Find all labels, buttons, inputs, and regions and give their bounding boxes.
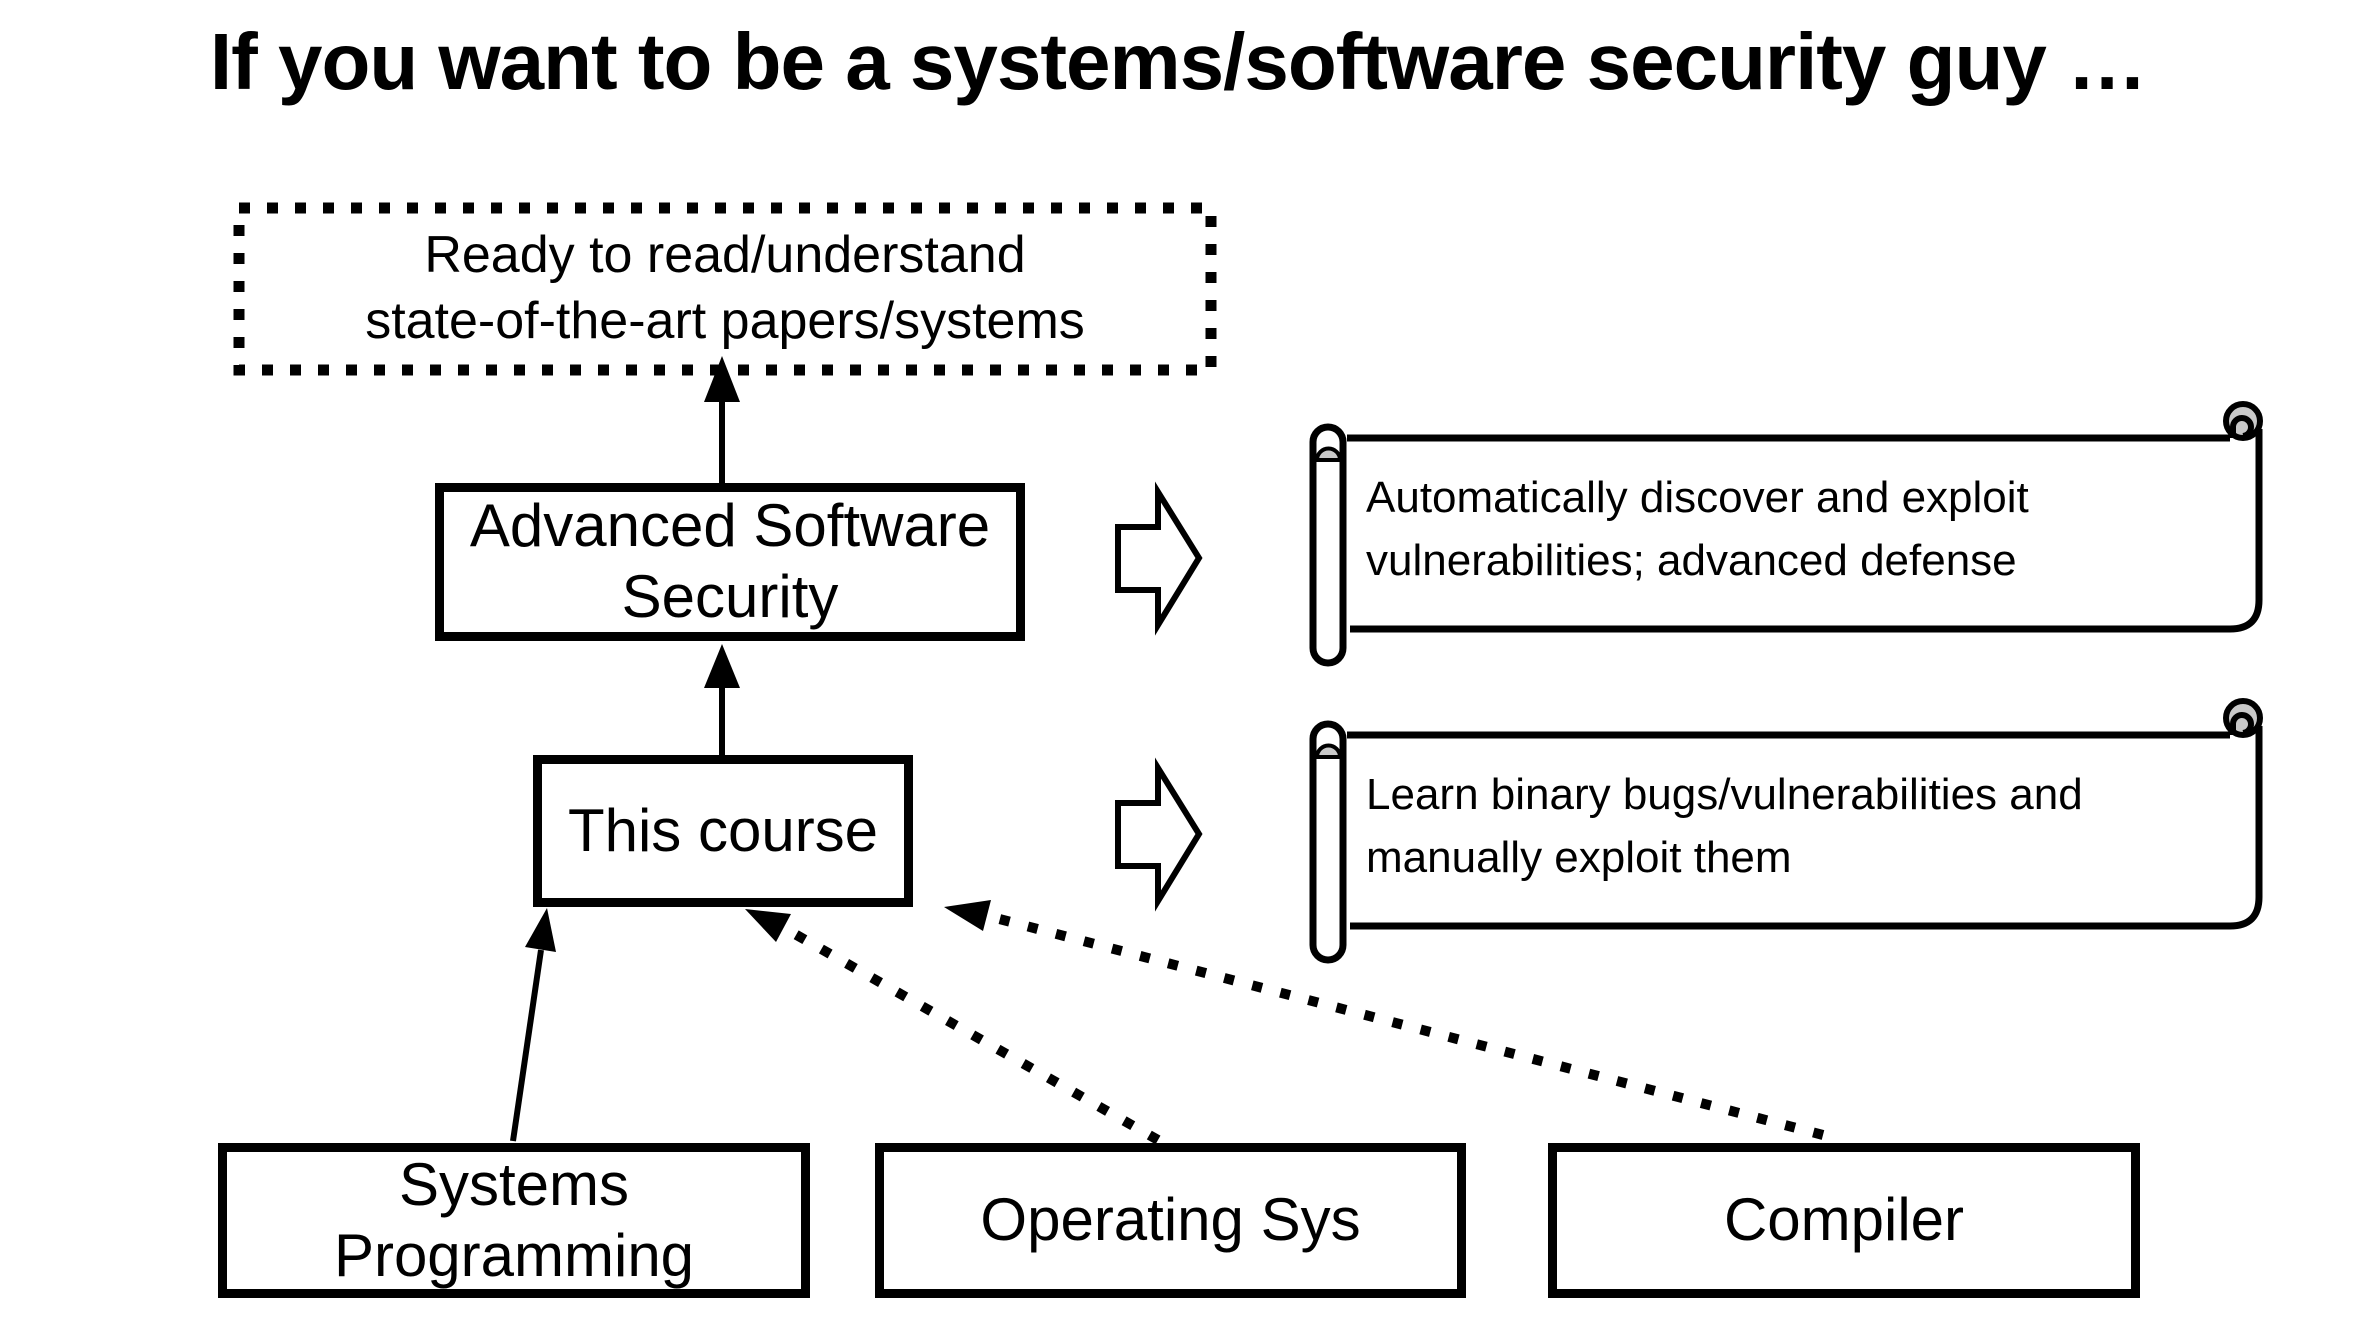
goal-box-dotted-border [233, 202, 1217, 376]
arrow-compiler-to-course [944, 900, 1825, 1140]
arrowhead-up-icon [704, 356, 740, 402]
scroll-curl-icon [1314, 446, 1343, 462]
block-arrow-right-icon [1118, 768, 1199, 901]
node-this-course: This course [533, 755, 913, 907]
arrowhead-icon [944, 900, 991, 931]
scroll-banner-shape [1309, 401, 2263, 667]
slide-title: If you want to be a systems/software sec… [209, 17, 2147, 106]
scroll-text-course-outcome: Learn binary bugs/vulnerabilities and ma… [1366, 770, 2083, 883]
node-operating-sys: Operating Sys [875, 1143, 1466, 1298]
node-compiler: Compiler [1548, 1143, 2140, 1298]
arrowhead-icon [745, 909, 791, 942]
arrowhead-icon [525, 908, 556, 952]
block-arrow-right-icon [1115, 481, 1203, 636]
node-systems-programming: Systems Programming [218, 1143, 810, 1298]
arrow-opsys-to-course [745, 909, 1161, 1145]
arrowhead-up-icon [704, 644, 740, 688]
arrow-sysprog-to-course [510, 908, 556, 1142]
arrow-course-to-advanced [704, 644, 740, 755]
node-advanced-software-security: Advanced Software Security [435, 483, 1025, 641]
scroll-text-advanced-outcome: Automatically discover and exploit vulne… [1366, 473, 2029, 586]
goal-box: Ready to read/understand state-of-the-ar… [365, 226, 1085, 350]
arrow-advanced-to-goal [704, 356, 740, 483]
